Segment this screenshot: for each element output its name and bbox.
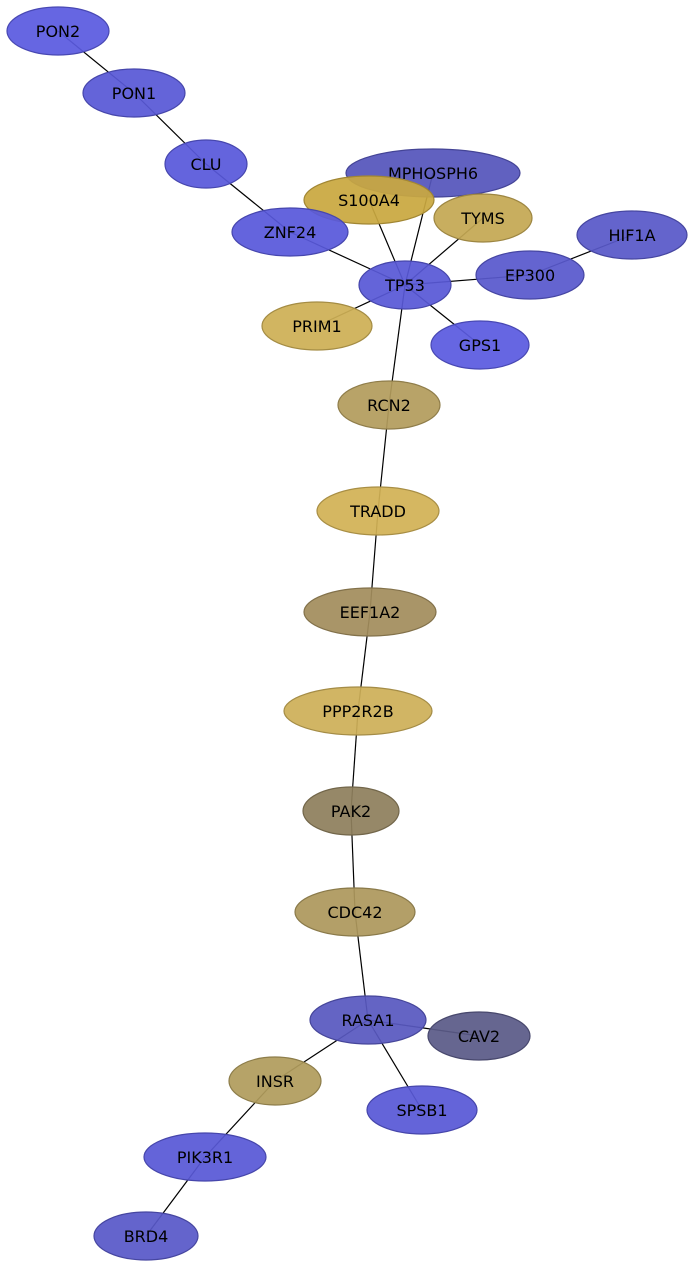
node-pak2[interactable]: PAK2 xyxy=(302,786,400,836)
node-label: ZNF24 xyxy=(264,223,317,242)
node-label: CLU xyxy=(191,155,222,174)
node-cav2[interactable]: CAV2 xyxy=(427,1011,531,1061)
node-shape xyxy=(283,686,433,736)
node-label: EP300 xyxy=(505,266,555,285)
node-tyms[interactable]: TYMS xyxy=(433,193,533,243)
node-pon1[interactable]: PON1 xyxy=(82,68,186,118)
node-shape xyxy=(231,207,349,257)
node-label: PIK3R1 xyxy=(177,1148,233,1167)
node-pon2[interactable]: PON2 xyxy=(6,6,110,56)
node-znf24[interactable]: ZNF24 xyxy=(231,207,349,257)
node-shape xyxy=(433,193,533,243)
node-label: CAV2 xyxy=(458,1027,500,1046)
node-hif1a[interactable]: HIF1A xyxy=(576,210,688,260)
node-label: BRD4 xyxy=(124,1227,169,1246)
node-ppp2r2b[interactable]: PPP2R2B xyxy=(283,686,433,736)
node-cdc42[interactable]: CDC42 xyxy=(294,887,416,937)
node-shape xyxy=(366,1085,478,1135)
node-shape xyxy=(316,486,440,536)
node-gps1[interactable]: GPS1 xyxy=(430,320,530,370)
node-shape xyxy=(228,1056,322,1106)
node-shape xyxy=(358,260,452,310)
node-rcn2[interactable]: RCN2 xyxy=(337,380,441,430)
node-shape xyxy=(294,887,416,937)
node-label: TRADD xyxy=(349,502,406,521)
node-label: PON2 xyxy=(36,22,80,41)
node-rasa1[interactable]: RASA1 xyxy=(309,995,427,1045)
node-label: PON1 xyxy=(112,84,156,103)
node-shape xyxy=(6,6,110,56)
node-label: RASA1 xyxy=(342,1011,395,1030)
node-shape xyxy=(303,175,435,225)
node-shape xyxy=(261,301,373,351)
node-label: PRIM1 xyxy=(292,317,341,336)
node-shape xyxy=(427,1011,531,1061)
node-label: SPSB1 xyxy=(396,1101,447,1120)
node-shape xyxy=(302,786,400,836)
node-pik3r1[interactable]: PIK3R1 xyxy=(143,1132,267,1182)
node-ep300[interactable]: EP300 xyxy=(475,250,585,300)
node-shape xyxy=(337,380,441,430)
node-label: CDC42 xyxy=(327,903,382,922)
node-shape xyxy=(430,320,530,370)
node-label: S100A4 xyxy=(338,191,400,210)
node-tradd[interactable]: TRADD xyxy=(316,486,440,536)
node-shape xyxy=(309,995,427,1045)
node-label: PAK2 xyxy=(331,802,371,821)
node-spsb1[interactable]: SPSB1 xyxy=(366,1085,478,1135)
node-shape xyxy=(82,68,186,118)
node-label: EEF1A2 xyxy=(340,603,401,622)
node-shape xyxy=(93,1211,199,1261)
node-label: INSR xyxy=(256,1072,294,1091)
node-shape xyxy=(576,210,688,260)
node-shape xyxy=(143,1132,267,1182)
node-label: TP53 xyxy=(384,276,425,295)
node-shape xyxy=(164,139,248,189)
node-s100a4[interactable]: S100A4 xyxy=(303,175,435,225)
node-label: GPS1 xyxy=(459,336,501,355)
node-shape xyxy=(475,250,585,300)
node-brd4[interactable]: BRD4 xyxy=(93,1211,199,1261)
node-label: PPP2R2B xyxy=(322,702,393,721)
node-tp53[interactable]: TP53 xyxy=(358,260,452,310)
node-label: TYMS xyxy=(460,209,505,228)
node-prim1[interactable]: PRIM1 xyxy=(261,301,373,351)
node-clu[interactable]: CLU xyxy=(164,139,248,189)
node-label: HIF1A xyxy=(608,226,655,245)
node-insr[interactable]: INSR xyxy=(228,1056,322,1106)
node-eef1a2[interactable]: EEF1A2 xyxy=(303,587,437,637)
node-label: RCN2 xyxy=(367,396,411,415)
node-label: MPHOSPH6 xyxy=(388,164,478,183)
node-shape xyxy=(303,587,437,637)
